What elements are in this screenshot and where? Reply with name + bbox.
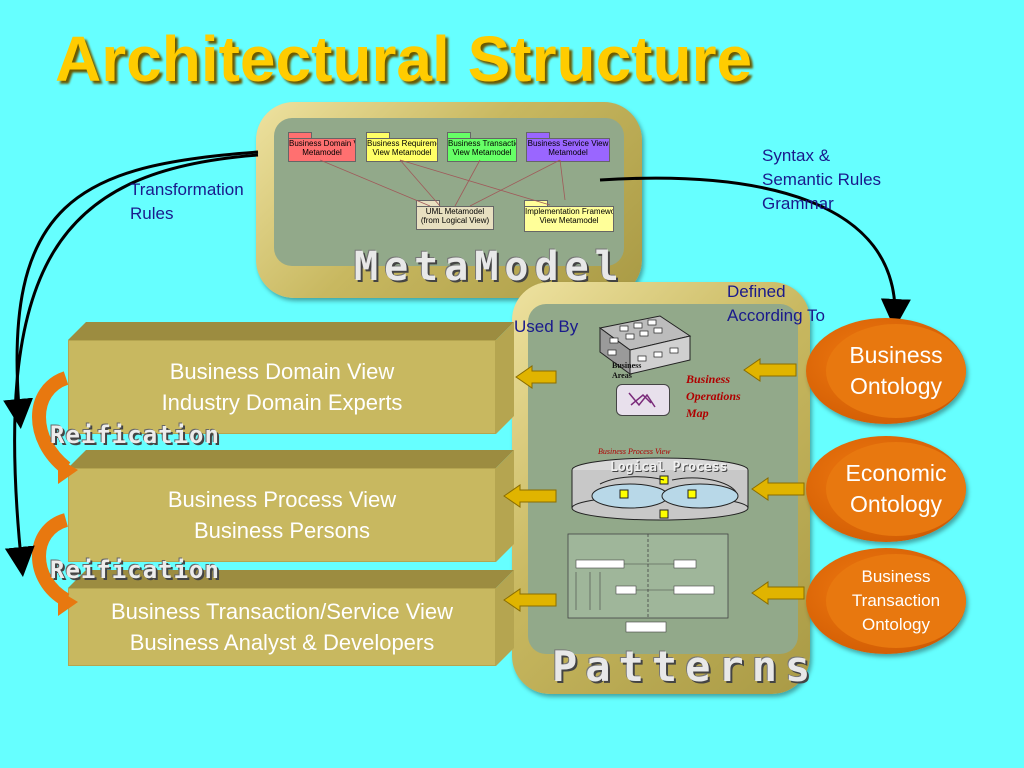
view-name: Business Process View bbox=[167, 487, 397, 512]
mm-box-sub: View Metamodel bbox=[372, 148, 432, 157]
business-transaction-ontology: Business Transaction Ontology bbox=[806, 548, 966, 654]
note-line: According To bbox=[727, 306, 825, 325]
business-areas-graphic bbox=[598, 315, 692, 375]
view-name: Business Domain View bbox=[169, 359, 395, 384]
ontology-line: Ontology bbox=[849, 491, 943, 517]
note-line: Semantic Rules bbox=[762, 170, 882, 189]
note-line: Syntax & bbox=[762, 146, 831, 165]
ops-map-line2: Operations bbox=[686, 389, 741, 403]
ops-map-line3: Map bbox=[686, 406, 709, 420]
business-ontology: Business Ontology bbox=[806, 318, 966, 424]
mm-box-label: Business Domain V bbox=[289, 139, 356, 148]
ontology-line: Ontology bbox=[849, 373, 943, 399]
reification-label-1: Reification bbox=[50, 421, 220, 449]
reification-label-2: Reification bbox=[50, 556, 220, 584]
mm-box-sub: View Metamodel bbox=[452, 148, 512, 157]
mm-box-label: Implementation Framework bbox=[525, 207, 614, 216]
mm-box-label: UML Metamodel bbox=[425, 207, 485, 216]
ontology-line: Transaction bbox=[851, 591, 941, 610]
view-audience: Business Persons bbox=[193, 518, 371, 543]
logical-process-label: Logical Process bbox=[610, 460, 728, 475]
syntax-rules-note: Syntax & Semantic Rules Grammar bbox=[762, 144, 881, 216]
mm-box-sub: Metamodel bbox=[548, 148, 588, 157]
ops-scribble-icon bbox=[628, 392, 656, 408]
mm-box-label: Business Transactio bbox=[448, 139, 517, 148]
view-slab-process: Business Process View Business Persons bbox=[68, 450, 514, 562]
ontology-line: Economic bbox=[845, 460, 947, 486]
mm-box-sub: (from Logical View) bbox=[420, 216, 490, 225]
note-line: Grammar bbox=[762, 194, 834, 213]
view-audience: Business Analyst & Developers bbox=[129, 630, 435, 655]
defined-according-note: Defined According To bbox=[727, 280, 825, 328]
business-ops-map-label: Business Operations Map bbox=[686, 371, 741, 422]
patterns-label: Patterns bbox=[552, 642, 819, 691]
mm-box-label: Business Requireme bbox=[367, 139, 438, 148]
process-view-caption: Business Process View bbox=[598, 447, 671, 456]
note-line: Transformation bbox=[130, 180, 244, 199]
used-by-note: Used By bbox=[514, 317, 579, 336]
view-slab-transaction: Business Transaction/Service View Busine… bbox=[68, 570, 514, 666]
note-line: Rules bbox=[130, 204, 174, 223]
ontology-line: Ontology bbox=[861, 615, 931, 634]
economic-ontology: Economic Ontology bbox=[806, 436, 966, 542]
ontology-line: Business bbox=[861, 567, 931, 586]
view-audience: Industry Domain Experts bbox=[161, 390, 403, 415]
view-name: Business Transaction/Service View bbox=[111, 599, 453, 624]
business-ops-icon bbox=[616, 384, 670, 416]
ontology-line: Business bbox=[849, 342, 943, 368]
sequence-diagram-thumbnail bbox=[567, 533, 729, 633]
page-title: Architectural Structure bbox=[55, 23, 753, 95]
mm-box-sub: View Metamodel bbox=[539, 216, 599, 225]
note-line: Defined bbox=[727, 282, 786, 301]
view-slab-domain: Business Domain View Industry Domain Exp… bbox=[68, 322, 514, 434]
logical-process-graphic bbox=[571, 457, 749, 521]
transformation-rules-note: Transformation Rules bbox=[130, 178, 244, 226]
business-areas-label: Business Areas bbox=[612, 361, 642, 380]
mm-box-label: Business Service View bbox=[527, 139, 609, 148]
mm-box-sub: Metamodel bbox=[302, 148, 342, 157]
ops-map-line1: Business bbox=[686, 372, 731, 386]
